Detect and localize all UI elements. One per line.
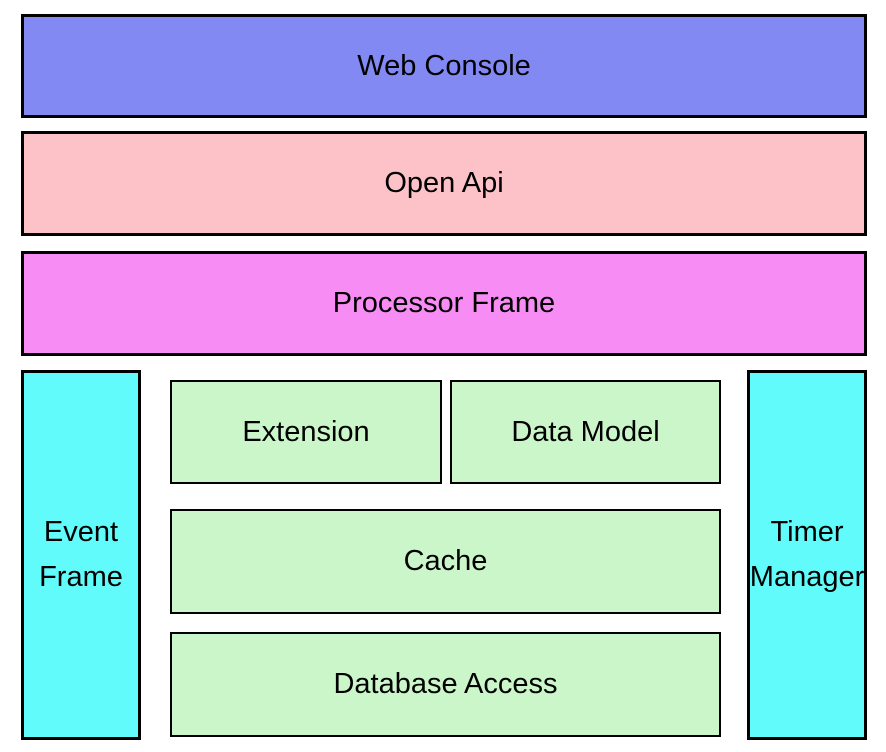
block-web-console: Web Console (21, 14, 867, 118)
block-open-api-label: Open Api (384, 167, 504, 200)
block-database-access-label: Database Access (333, 668, 558, 701)
block-extension: Extension (170, 380, 442, 484)
block-processor-frame: Processor Frame (21, 251, 867, 356)
block-extension-label: Extension (242, 415, 370, 448)
block-cache-label: Cache (403, 545, 488, 578)
block-event-frame-label: Event Frame (39, 516, 123, 593)
block-cache: Cache (170, 509, 721, 614)
block-database-access: Database Access (170, 632, 721, 737)
block-web-console-label: Web Console (357, 49, 531, 82)
block-timer-manager-label: Timer Manager (749, 516, 865, 593)
block-event-frame: Event Frame (21, 370, 141, 740)
block-data-model: Data Model (450, 380, 721, 484)
block-data-model-label: Data Model (511, 415, 660, 448)
block-processor-frame-label: Processor Frame (332, 287, 556, 320)
block-open-api: Open Api (21, 131, 867, 236)
block-timer-manager: Timer Manager (747, 370, 867, 740)
